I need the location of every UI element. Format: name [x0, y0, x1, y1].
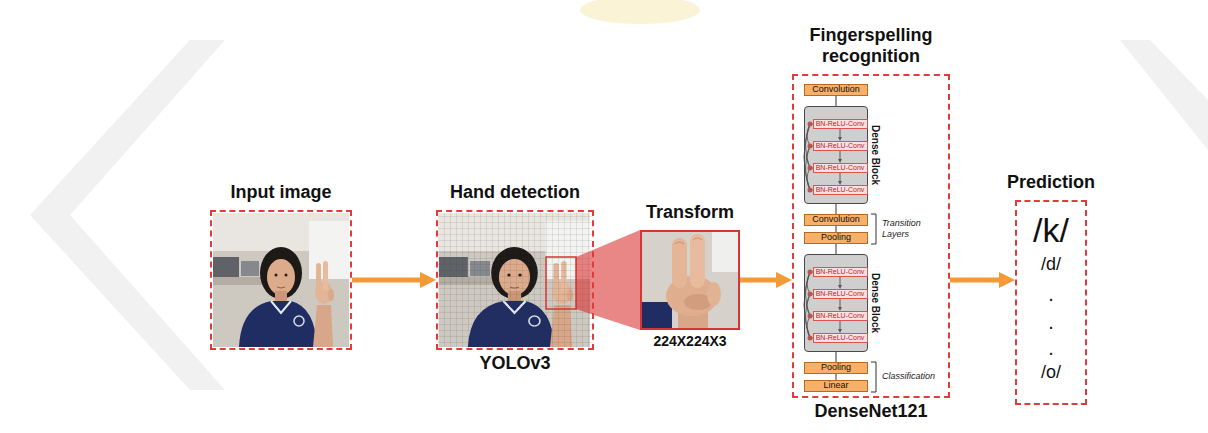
dense-block: Dense BlockBN-ReLU-ConvBN-ReLU-ConvBN-Re… — [804, 106, 868, 204]
panel-caption: 224X224X3 — [653, 333, 726, 350]
connector — [836, 204, 837, 214]
layer-box: Pooling — [804, 362, 868, 374]
panel-title: Input image — [230, 182, 331, 204]
flow-arrow — [352, 278, 423, 283]
class-label: /k/ — [1033, 210, 1069, 251]
image-panel: Input image — [210, 210, 352, 350]
dense-block: Dense BlockBN-ReLU-ConvBN-ReLU-ConvBN-Re… — [804, 254, 868, 352]
class-label: /d/ — [1041, 254, 1061, 276]
class-label: . — [1048, 310, 1054, 334]
layer-name: Convolution — [812, 215, 860, 225]
detection-grid — [438, 212, 592, 348]
prediction-panel: Prediction/k//d/.../o/ — [1015, 200, 1087, 405]
crop-photo — [642, 232, 738, 328]
connector — [594, 230, 640, 330]
zoom-wedge — [576, 249, 594, 315]
layer-link — [836, 244, 837, 254]
layer-name: BN-ReLU-Conv — [816, 186, 865, 194]
layer-link — [836, 352, 837, 362]
input-photo — [213, 213, 349, 347]
layer-box: Convolution — [804, 84, 868, 96]
arrow-head — [999, 272, 1015, 288]
illustration-part — [1120, 40, 1208, 150]
block-name: Dense Block — [869, 273, 881, 333]
panel-caption: DenseNet121 — [814, 401, 927, 423]
network-panel: Fingerspelling recognitionDenseNet121Con… — [792, 74, 950, 398]
layer-box: BN-ReLU-Conv — [813, 119, 868, 129]
layer-box: Linear — [804, 380, 868, 392]
panel-title: Transform — [646, 202, 734, 224]
bracket — [871, 362, 876, 392]
layer-link — [836, 204, 837, 214]
hand-bbox — [546, 257, 576, 309]
arrow-head — [776, 272, 792, 288]
flow-arrow — [950, 278, 1002, 283]
layer-link — [836, 96, 837, 106]
class-label: . — [1048, 336, 1054, 360]
layer-name: BN-ReLU-Conv — [816, 268, 865, 276]
connector — [836, 244, 837, 254]
layer-name: BN-ReLU-Conv — [816, 142, 865, 150]
connector — [836, 96, 837, 106]
block-name: Dense Block — [869, 125, 881, 185]
connector — [740, 272, 792, 288]
layer-box: BN-ReLU-Conv — [813, 163, 868, 173]
crop-panel: Transform224X224X3 — [640, 230, 740, 330]
layer-name: BN-ReLU-Conv — [816, 290, 865, 298]
layer-name: Convolution — [812, 85, 860, 95]
layer-name: Pooling — [821, 233, 851, 243]
layer-box: BN-ReLU-Conv — [813, 333, 868, 343]
watermark — [30, 0, 1208, 390]
layer-box: Pooling — [804, 232, 868, 244]
flow-arrow — [740, 278, 779, 283]
class-label: /o/ — [1041, 362, 1061, 384]
layer-box: BN-ReLU-Conv — [813, 185, 868, 195]
panel-title: Hand detection — [450, 182, 580, 204]
layer-name: Linear — [823, 381, 848, 391]
illustration-part — [30, 40, 225, 390]
layer-group-label: Transition Layers — [882, 218, 934, 240]
layer-box: BN-ReLU-Conv — [813, 141, 868, 151]
bracket — [871, 214, 876, 244]
layer-name: Pooling — [821, 363, 851, 373]
layer-name: BN-ReLU-Conv — [816, 120, 865, 128]
connector — [950, 272, 1015, 288]
layer-box: BN-ReLU-Conv — [813, 311, 868, 321]
layer-box: BN-ReLU-Conv — [813, 267, 868, 277]
class-label: . — [1048, 282, 1054, 306]
layer-group-label: Classification — [882, 371, 946, 382]
layer-box: Convolution — [804, 214, 868, 226]
layer-name: BN-ReLU-Conv — [816, 334, 865, 342]
layer-name: BN-ReLU-Conv — [816, 312, 865, 320]
layer-name: BN-ReLU-Conv — [816, 164, 865, 172]
arrow-head — [420, 272, 436, 288]
panel-caption: YOLOv3 — [479, 353, 550, 375]
connector — [352, 272, 436, 288]
detection-panel: Hand detectionYOLOv3 — [436, 210, 594, 350]
panel-title: Fingerspelling recognition — [786, 25, 956, 68]
zoom-connector — [594, 230, 640, 330]
layer-box: BN-ReLU-Conv — [813, 289, 868, 299]
panel-title: Prediction — [1007, 172, 1095, 194]
connector — [836, 352, 837, 362]
illustration-part — [580, 0, 700, 24]
